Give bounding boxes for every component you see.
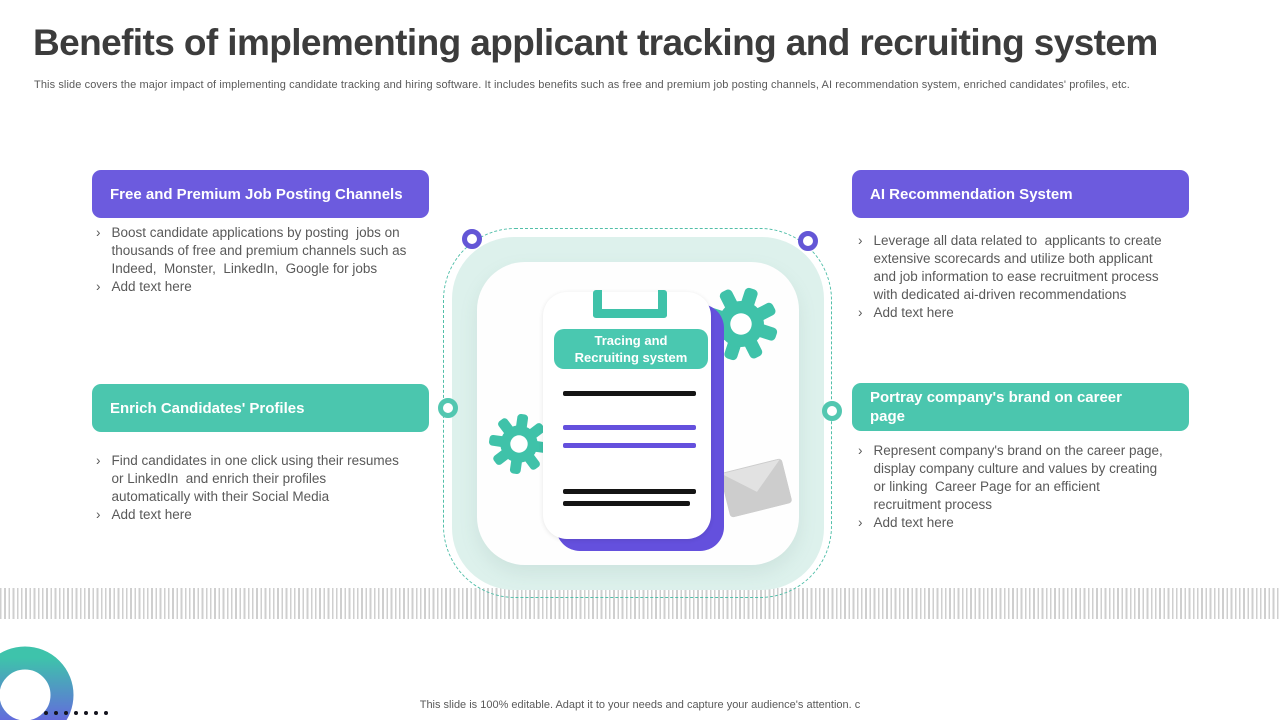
bullet-text: Add text here [873,515,954,530]
envelope-icon [720,458,792,518]
bullet-marker: › [96,225,101,240]
page-title: Benefits of implementing applicant track… [33,22,1158,63]
doc-line [563,501,690,506]
bullet-item: › Add text here [858,514,1170,532]
clipboard-clip-icon [593,290,667,318]
bullet-list-enrich-profiles: › Find candidates in one click using the… [96,452,408,524]
bullet-list-job-posting: › Boost candidate applications by postin… [96,224,408,296]
stripe-band-decoration [0,588,1280,619]
gear-icon [704,287,778,361]
bullet-item: › Find candidates in one click using the… [96,452,408,506]
doc-line [563,391,696,396]
dot [84,711,88,715]
bullet-item: › Add text here [96,506,408,524]
slide-subtitle: This slide covers the major impact of im… [34,79,1130,91]
card-header-label: AI Recommendation System [870,185,1073,203]
card-header-enrich-profiles: Enrich Candidates' Profiles [92,384,429,432]
dot [104,711,108,715]
connector-circle-left [438,398,458,418]
clipboard-label: Tracing and Recruiting system [554,329,708,369]
bullet-text: Represent company's brand on the career … [873,443,1167,512]
connector-circle-right [822,401,842,421]
dot [74,711,78,715]
dot [64,711,68,715]
bullet-text: Find candidates in one click using their… [111,453,403,504]
clipboard-label-line1: Tracing and [594,333,668,348]
card-header-label: Free and Premium Job Posting Channels [110,185,403,203]
bullet-item: › Add text here [858,304,1170,322]
bullet-text: Add text here [111,279,192,294]
bullet-text: Leverage all data related to applicants … [873,233,1166,302]
card-header-label: Portray company's brand on career page [870,389,1122,425]
bullet-marker: › [858,233,863,248]
connector-circle-top-left [462,229,482,249]
bullet-marker: › [858,515,863,530]
ring-icon [0,646,74,720]
bullet-item: › Leverage all data related to applicant… [858,232,1170,304]
bullet-list-ai-recommendation: › Leverage all data related to applicant… [858,232,1170,322]
bullet-list-career-page: › Represent company's brand on the caree… [858,442,1170,532]
dot [54,711,58,715]
connector-circle-top-right [798,231,818,251]
slide-footer: This slide is 100% editable. Adapt it to… [419,699,861,711]
dot [94,711,98,715]
clipboard-label-line2: Recruiting system [574,350,688,365]
bullet-text: Add text here [873,305,954,320]
bullet-marker: › [858,305,863,320]
bullet-item: › Boost candidate applications by postin… [96,224,408,278]
doc-line [563,489,696,494]
card-header-job-posting: Free and Premium Job Posting Channels [92,170,429,218]
card-header-ai-recommendation: AI Recommendation System [852,170,1189,218]
card-header-career-page: Portray company's brand on career page [852,383,1189,431]
bullet-marker: › [858,443,863,458]
bullet-item: › Add text here [96,278,408,296]
bullet-marker: › [96,507,101,522]
dot [44,711,48,715]
doc-line [563,443,696,448]
bullet-marker: › [96,453,101,468]
bullet-marker: › [96,279,101,294]
card-header-label: Enrich Candidates' Profiles [110,399,305,417]
bullet-item: › Represent company's brand on the caree… [858,442,1170,514]
dots-decoration [44,711,108,715]
gear-icon [489,414,549,474]
doc-line [563,425,696,430]
bullet-text: Add text here [111,507,192,522]
bullet-text: Boost candidate applications by posting … [111,225,411,276]
